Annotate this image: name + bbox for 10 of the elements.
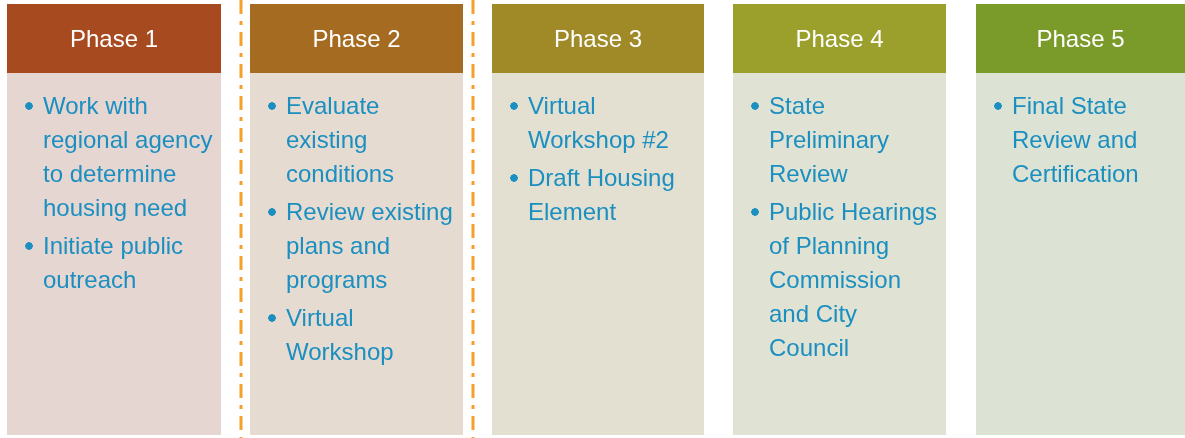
phase-column	[7, 4, 221, 435]
phase-column	[250, 4, 463, 435]
phase-column	[976, 4, 1185, 435]
phase-header: Phase 5	[976, 4, 1185, 73]
phase-header: Phase 1	[7, 4, 221, 73]
phase-column	[733, 4, 946, 435]
phase-header: Phase 2	[250, 4, 463, 73]
phase-header: Phase 3	[492, 4, 704, 73]
phase-column	[492, 4, 704, 435]
phase-header: Phase 4	[733, 4, 946, 73]
